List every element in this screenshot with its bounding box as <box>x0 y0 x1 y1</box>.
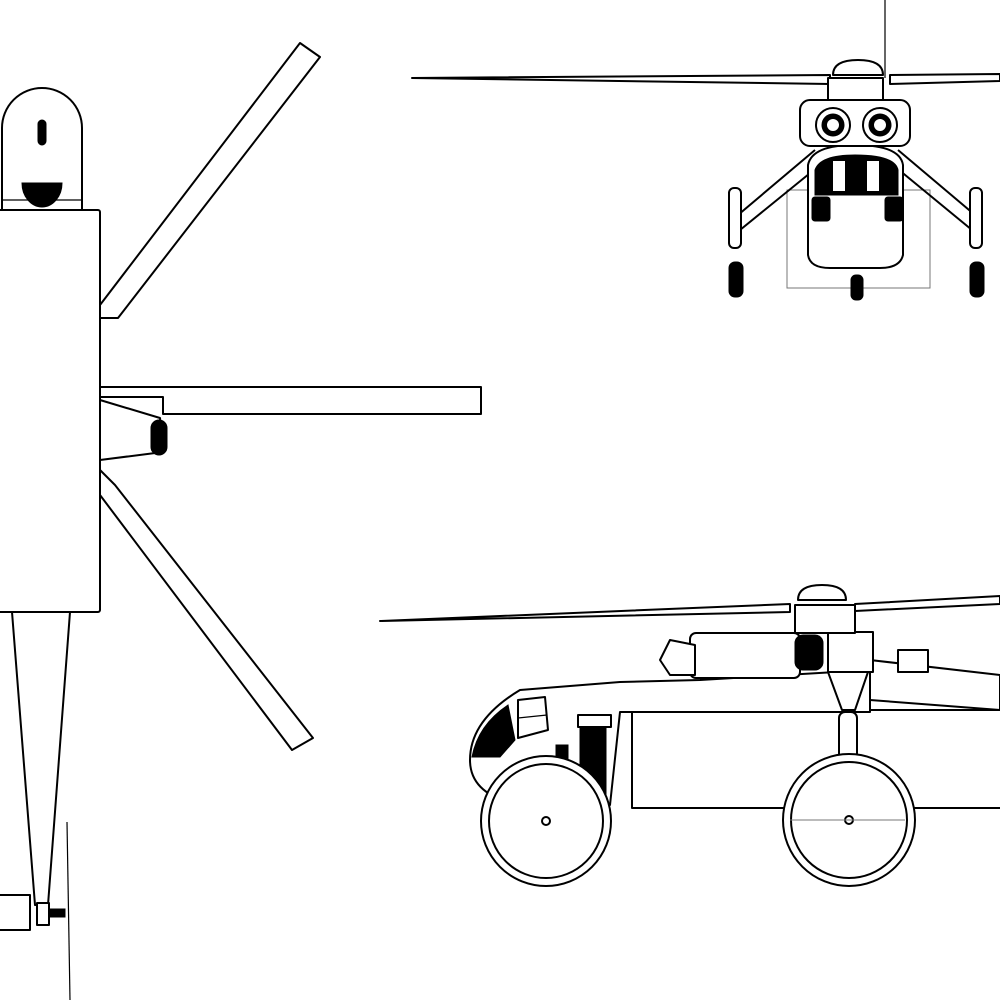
gear-fairing <box>577 714 612 728</box>
engine-exhaust-side <box>659 639 696 676</box>
windshield-divider-1 <box>831 159 847 193</box>
front-wheel-inner <box>488 763 604 879</box>
right-strut-lower <box>892 164 973 231</box>
front-view <box>411 0 1000 301</box>
left-engine-core <box>827 119 839 131</box>
tail-boom-top <box>11 611 71 906</box>
rotor-blade-forward-side <box>379 603 791 622</box>
rotor-blade-right-front <box>889 73 1000 85</box>
nose-wheel-front <box>850 274 864 301</box>
windshield-front <box>814 154 899 196</box>
side-view <box>379 584 1000 887</box>
rotor-blade-lower <box>99 469 314 751</box>
cockpit-window-side <box>517 696 549 739</box>
cockpit-window-dark-side <box>471 704 516 758</box>
top-view <box>0 42 482 1000</box>
rotor-mast-side <box>794 604 856 634</box>
front-wheel-hub <box>541 816 551 826</box>
right-gear-leg <box>969 187 983 249</box>
left-strut <box>737 149 816 216</box>
side-window-right <box>884 196 904 222</box>
right-wheel-front <box>969 261 985 298</box>
rotor-mast-front <box>827 77 884 101</box>
rotor-blade-upper <box>99 42 321 319</box>
side-window-left <box>811 196 831 222</box>
tail-rotor-blade <box>66 821 71 1000</box>
rotor-hub-dome-side <box>797 584 847 601</box>
hub-oval <box>150 419 168 456</box>
left-wheel-front <box>728 261 744 298</box>
nose-light <box>37 119 47 146</box>
rotor-blade-aft-side <box>854 595 1000 612</box>
nose-dome-top <box>1 87 83 211</box>
right-strut <box>897 149 976 216</box>
tail-box-side <box>897 649 929 673</box>
rotor-hub-dome-front <box>832 59 884 76</box>
rotor-blade-right <box>99 386 482 415</box>
tail-rotor-hub <box>36 902 50 926</box>
engine-intake-side <box>794 634 824 671</box>
tail-rotor-shaft <box>48 908 66 918</box>
window-frame <box>517 714 548 719</box>
right-engine-core <box>874 119 886 131</box>
left-strut-lower <box>739 164 821 231</box>
cockpit-window-top <box>21 182 63 208</box>
windshield-divider-2 <box>865 159 881 193</box>
rotor-blade-left-front <box>411 74 831 85</box>
left-gear-leg <box>728 187 742 249</box>
fuselage-top <box>0 209 101 613</box>
rear-gear-leg-side <box>827 671 869 711</box>
tail-fin-top <box>0 894 31 931</box>
engine-nacelle-side <box>689 632 801 679</box>
gearbox-side <box>827 631 874 673</box>
tail-boom-side <box>869 659 1000 711</box>
